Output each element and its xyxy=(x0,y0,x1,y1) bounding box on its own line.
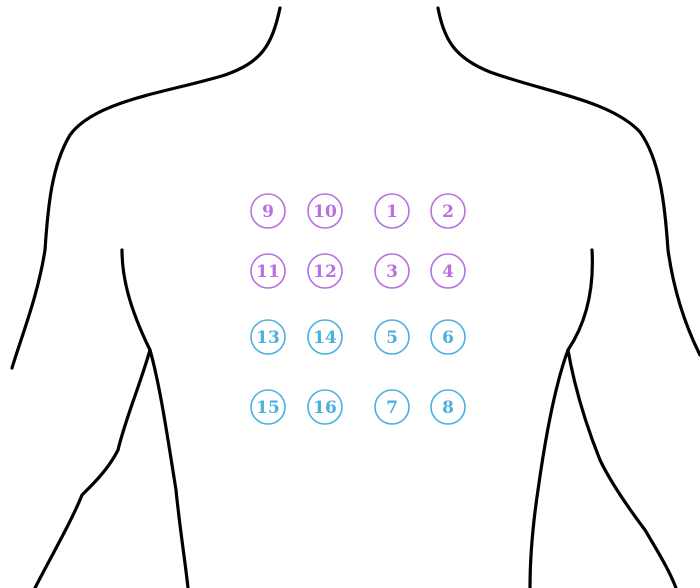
marker-16: 16 xyxy=(308,390,342,424)
marker-15: 15 xyxy=(251,390,285,424)
marker-label: 10 xyxy=(313,202,337,222)
right-shoulder-arm-outline xyxy=(438,8,700,355)
marker-4: 4 xyxy=(431,254,465,288)
marker-label: 8 xyxy=(442,398,454,418)
marker-label: 1 xyxy=(386,202,398,222)
marker-3: 3 xyxy=(375,254,409,288)
left-inner-arm-outline xyxy=(35,350,150,588)
left-shoulder-arm-outline xyxy=(12,8,280,368)
marker-label: 9 xyxy=(262,202,274,222)
right-torso-outline xyxy=(530,250,592,588)
marker-label: 6 xyxy=(442,328,454,348)
marker-11: 11 xyxy=(251,254,285,288)
marker-label: 16 xyxy=(313,398,337,418)
marker-8: 8 xyxy=(431,390,465,424)
marker-label: 14 xyxy=(313,328,337,348)
marker-2: 2 xyxy=(431,194,465,228)
marker-label: 13 xyxy=(256,328,280,348)
marker-label: 7 xyxy=(386,398,398,418)
marker-label: 2 xyxy=(442,202,454,222)
marker-1: 1 xyxy=(375,194,409,228)
marker-7: 7 xyxy=(375,390,409,424)
marker-10: 10 xyxy=(308,194,342,228)
body-outline xyxy=(12,8,700,588)
right-inner-arm-outline xyxy=(568,350,676,588)
marker-label: 11 xyxy=(256,262,280,282)
marker-14: 14 xyxy=(308,320,342,354)
marker-label: 4 xyxy=(442,262,454,282)
marker-13: 13 xyxy=(251,320,285,354)
marker-12: 12 xyxy=(308,254,342,288)
marker-label: 12 xyxy=(313,262,337,282)
marker-label: 3 xyxy=(386,262,398,282)
marker-label: 5 xyxy=(386,328,398,348)
marker-label: 15 xyxy=(256,398,280,418)
marker-5: 5 xyxy=(375,320,409,354)
marker-6: 6 xyxy=(431,320,465,354)
marker-9: 9 xyxy=(251,194,285,228)
left-torso-outline xyxy=(122,250,188,588)
